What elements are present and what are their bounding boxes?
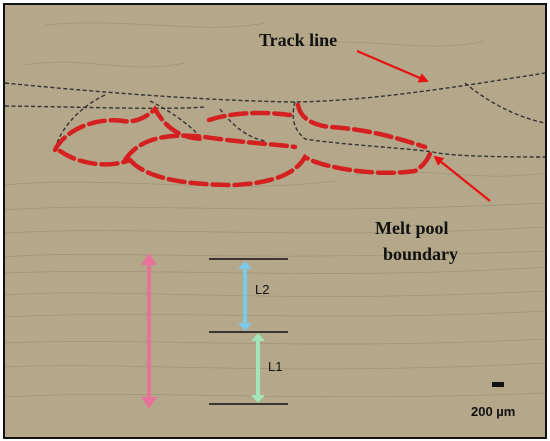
pool-arc-4 — [464, 82, 545, 124]
scale-bar — [492, 382, 504, 387]
track-line-lower — [5, 105, 206, 109]
melt-pool-arrow — [433, 155, 491, 202]
melt-pool-label-line2: boundary — [383, 244, 459, 264]
melt-pool-4 — [127, 148, 434, 188]
l2-label: L2 — [255, 282, 270, 297]
l2-arrow — [238, 261, 252, 331]
micrograph-image — [5, 22, 545, 409]
melt-pool-3 — [57, 148, 133, 167]
micrograph-frame: Track line Melt pool boundary L2 L1 200 … — [3, 3, 547, 439]
track-line-label: Track line — [259, 30, 338, 50]
melt-pool-label-line1: Melt pool — [375, 218, 449, 238]
l1-label: L1 — [268, 359, 283, 374]
melt-pool-5 — [206, 110, 293, 123]
l1-arrow — [251, 333, 265, 403]
pool-arc-3 — [292, 101, 545, 158]
background-texture — [5, 22, 545, 398]
melt-pool-boundaries — [52, 102, 434, 188]
reference-lines — [209, 258, 288, 405]
melt-pool-6 — [295, 102, 428, 150]
track-line-arrow — [356, 49, 429, 83]
pink-double-arrow — [141, 253, 157, 409]
pool-arc-5 — [219, 108, 266, 142]
scale-bar-label: 200 µm — [471, 404, 516, 419]
track-line — [5, 72, 545, 103]
melt-pool-2 — [122, 133, 298, 163]
melt-pool-1 — [52, 105, 208, 153]
